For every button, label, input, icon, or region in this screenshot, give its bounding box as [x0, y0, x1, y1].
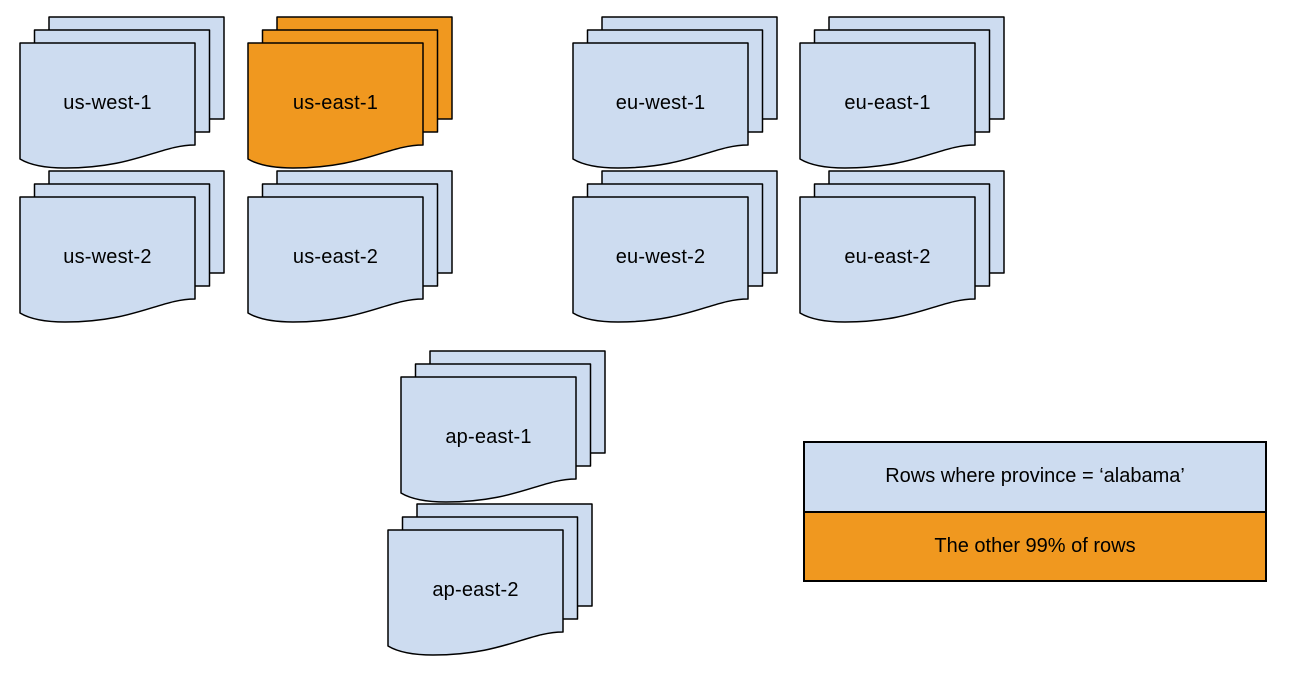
region-stack-ap-east-2: ap-east-2 [387, 503, 593, 657]
region-stack-eu-west-2: eu-west-2 [572, 170, 778, 324]
legend: Rows where province = ‘alabama’ The othe… [803, 441, 1267, 582]
region-stack-eu-east-2: eu-east-2 [799, 170, 1005, 324]
region-stack-eu-west-1: eu-west-1 [572, 16, 778, 170]
region-label: eu-west-1 [615, 91, 706, 114]
region-label: eu-west-2 [615, 245, 706, 268]
legend-item-label: Rows where province = ‘alabama’ [885, 465, 1185, 488]
region-stack-us-east-1: us-east-1 [247, 16, 453, 170]
legend-item-province-rows: Rows where province = ‘alabama’ [805, 443, 1265, 513]
legend-item-other-rows: The other 99% of rows [805, 512, 1265, 580]
region-stack-ap-east-1: ap-east-1 [400, 350, 606, 504]
region-label: ap-east-2 [432, 578, 519, 601]
region-stack-us-east-2: us-east-2 [247, 170, 453, 324]
region-label: eu-east-2 [844, 245, 931, 268]
region-label: us-east-2 [292, 245, 379, 268]
region-stack-us-west-2: us-west-2 [19, 170, 225, 324]
region-label: us-west-2 [63, 245, 152, 268]
region-label: ap-east-1 [445, 425, 532, 448]
region-label: us-east-1 [292, 91, 379, 114]
legend-item-label: The other 99% of rows [934, 534, 1136, 557]
region-label: eu-east-1 [844, 91, 931, 114]
region-stack-us-west-1: us-west-1 [19, 16, 225, 170]
region-stack-eu-east-1: eu-east-1 [799, 16, 1005, 170]
region-label: us-west-1 [63, 91, 152, 114]
